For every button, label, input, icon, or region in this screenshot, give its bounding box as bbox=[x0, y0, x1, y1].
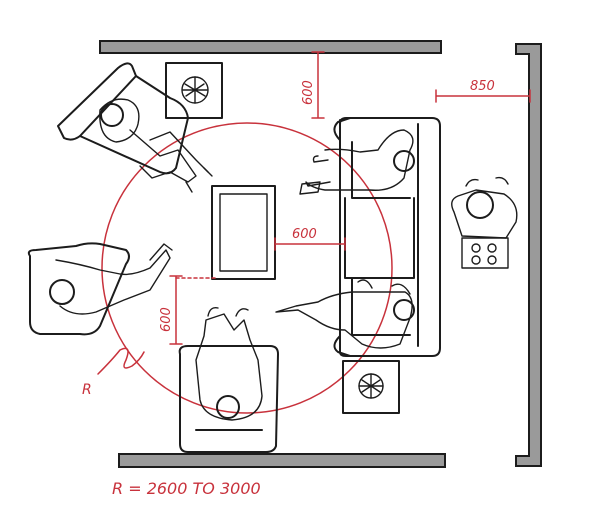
dimension-table-gap: 600 bbox=[274, 227, 346, 251]
dimension-top-gap-label: 600 bbox=[301, 80, 316, 105]
bottom-wall bbox=[118, 453, 446, 468]
standing-person-with-tray bbox=[451, 176, 518, 269]
dimension-table-gap-label: 600 bbox=[292, 227, 317, 242]
armchair-top-left bbox=[57, 62, 213, 193]
seated-person-sofa-top bbox=[299, 129, 415, 195]
seated-person-sofa-bottom bbox=[275, 279, 415, 349]
dimension-aisle: 850 bbox=[435, 79, 531, 103]
sofa bbox=[333, 117, 441, 357]
dimension-left-gap-label: 600 bbox=[159, 307, 174, 332]
armchair-bottom bbox=[178, 306, 279, 453]
seating-radius-circle bbox=[101, 122, 393, 414]
side-table-top-left bbox=[165, 62, 223, 119]
armchair-left bbox=[27, 242, 173, 336]
coffee-table bbox=[211, 185, 276, 280]
dimension-left-gap: 600 bbox=[159, 275, 219, 345]
radius-callout: R bbox=[82, 347, 145, 398]
radius-short-label: R bbox=[82, 382, 92, 398]
dimension-aisle-label: 850 bbox=[470, 79, 495, 94]
dimension-top-gap: 600 bbox=[301, 51, 325, 119]
top-wall bbox=[99, 40, 442, 54]
radius-note: R = 2600 TO 3000 bbox=[112, 479, 261, 498]
side-table-bottom-right bbox=[342, 360, 400, 414]
right-wall bbox=[515, 43, 542, 467]
